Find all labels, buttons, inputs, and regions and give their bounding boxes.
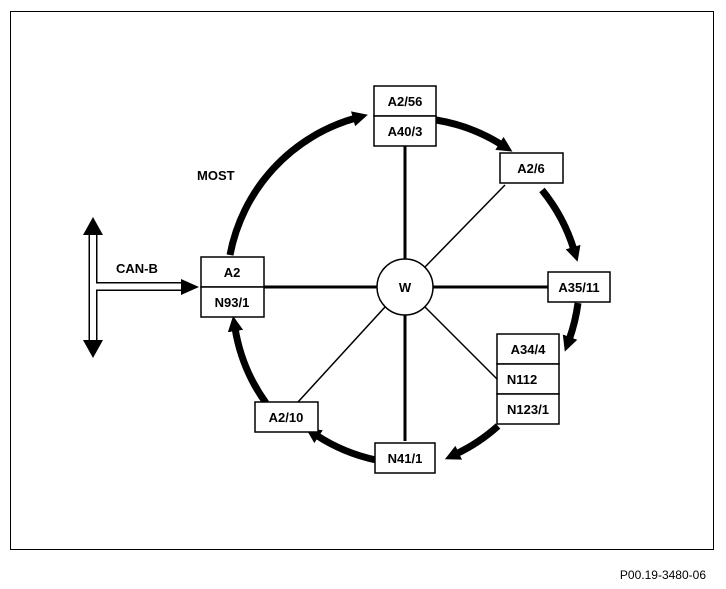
- module-a2-56-label: A2/56: [388, 94, 423, 109]
- most-label: MOST: [197, 168, 235, 183]
- ring-arrow-a2-6-to-a35-11: [539, 187, 581, 262]
- ring-arrow-a2-to-a2-56: [226, 111, 368, 256]
- can-b-label: CAN-B: [116, 261, 158, 276]
- spokes: [264, 146, 548, 441]
- hub-label: W: [399, 280, 412, 295]
- module-n41-1: N41/1: [374, 442, 436, 474]
- module-a2-10-label: A2/10: [269, 410, 304, 425]
- module-n93-1: N93/1: [200, 286, 265, 318]
- module-a2-label: A2: [224, 265, 241, 280]
- most-ring: [226, 111, 582, 464]
- ring-arrow-a35-11-to-a34-4: [562, 302, 582, 352]
- module-a34-4: A34/4: [496, 333, 560, 365]
- module-a40-3-label: A40/3: [388, 124, 423, 139]
- module-a34-4-label: A34/4: [511, 342, 546, 357]
- can-b-arrow-right: [181, 279, 199, 295]
- ring-arrow-a40-3-to-a2-6: [435, 116, 513, 152]
- module-a2-6: A2/6: [499, 152, 564, 184]
- can-b-arrow-up: [83, 217, 103, 235]
- module-n123-1-label: N123/1: [507, 402, 549, 417]
- spoke-bottom-right: [424, 306, 499, 381]
- module-n123-1: N123/1: [496, 393, 560, 425]
- module-a2-56: A2/56: [373, 85, 437, 117]
- module-a2: A2: [200, 256, 265, 288]
- module-a2-10: A2/10: [254, 401, 319, 433]
- ring-arrow-n123-1-to-n41-1: [444, 423, 501, 460]
- can-b-arrow-down: [83, 340, 103, 358]
- module-n93-1-label: N93/1: [215, 295, 250, 310]
- figure-reference: P00.19-3480-06: [620, 568, 706, 582]
- hub-circle: [376, 258, 434, 316]
- module-a35-11: A35/11: [547, 271, 611, 303]
- ring-arrow-n41-1-to-a2-10: [305, 428, 377, 464]
- can-b-connector: [83, 217, 199, 358]
- module-a2-6-label: A2/6: [517, 161, 544, 176]
- ring-arrow-a2-10-to-a2: [227, 315, 269, 406]
- module-n112: N112: [496, 363, 560, 395]
- module-a35-11-label: A35/11: [558, 280, 599, 295]
- spoke-top-right: [424, 184, 506, 268]
- spoke-bottom-left: [297, 306, 386, 403]
- module-n112-label: N112: [507, 372, 537, 387]
- module-a40-3: A40/3: [373, 115, 437, 147]
- module-n41-1-label: N41/1: [388, 451, 423, 466]
